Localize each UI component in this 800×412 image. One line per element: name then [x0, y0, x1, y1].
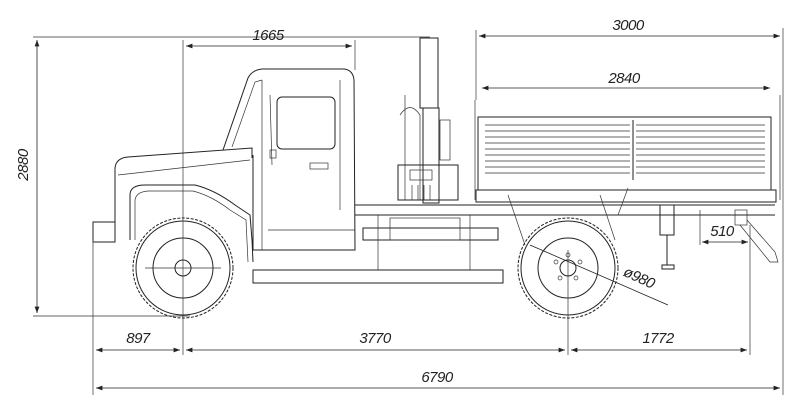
- extension-lines: [33, 28, 784, 395]
- door-window: [276, 96, 336, 150]
- cargo-body: [474, 95, 781, 246]
- front-bumper: [92, 221, 116, 243]
- front-fender: [129, 184, 254, 263]
- dimension-lines: [34, 33, 780, 391]
- rear-stabilizer: [659, 204, 779, 270]
- label-1665: 1665: [252, 27, 285, 44]
- label-510: 510: [710, 223, 735, 240]
- label-3000: 3000: [612, 17, 645, 34]
- door-handle: [309, 162, 329, 170]
- mirror: [269, 149, 277, 159]
- truck: [92, 37, 781, 319]
- label-2840: 2840: [607, 70, 641, 87]
- label-1772: 1772: [642, 330, 675, 347]
- hood: [114, 147, 253, 230]
- label-6790: 6790: [421, 369, 454, 386]
- label-3770: 3770: [359, 330, 392, 347]
- label-overall-height: 2880: [15, 148, 32, 182]
- cab: [222, 68, 356, 251]
- chassis-frame: [355, 204, 775, 216]
- crane-subframe: [362, 227, 499, 241]
- loader-crane: [397, 37, 459, 204]
- dim-leader-980: [529, 244, 669, 306]
- label-897: 897: [126, 330, 151, 347]
- side-step: [252, 269, 504, 284]
- label-wheel-diameter: ø980: [621, 263, 658, 293]
